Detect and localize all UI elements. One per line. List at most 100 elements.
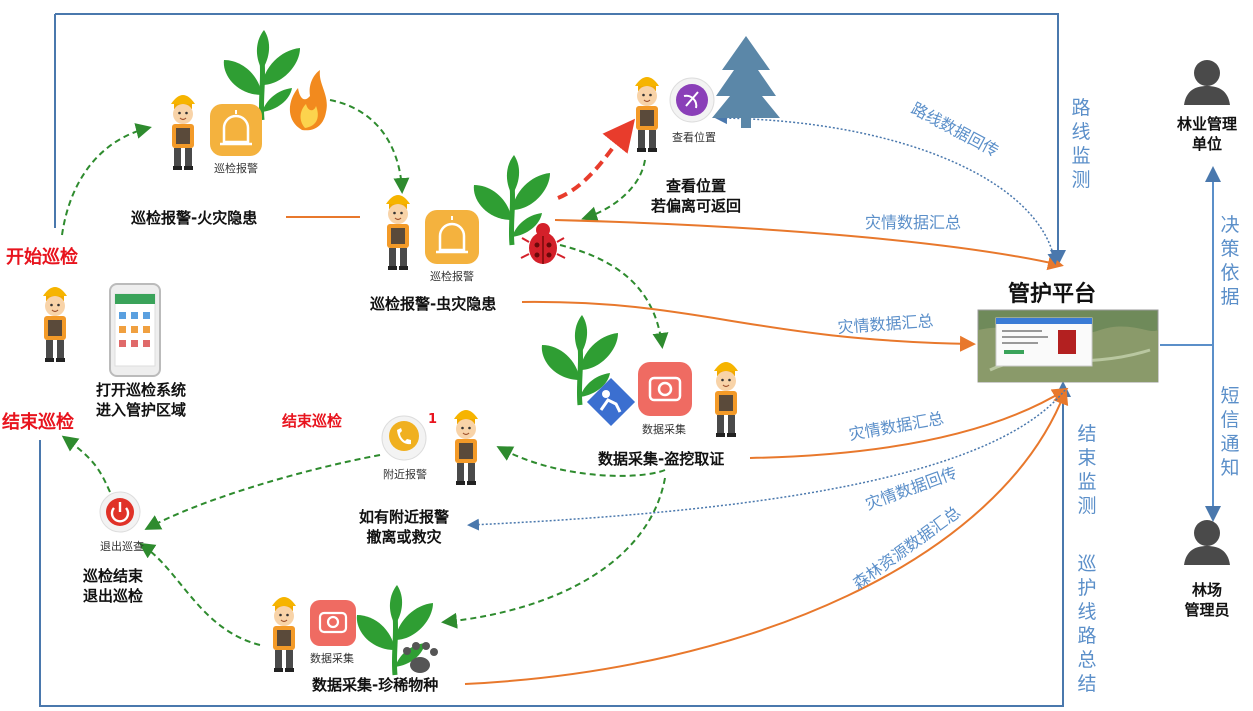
camera-icon — [310, 600, 356, 646]
worker-icon — [713, 361, 739, 438]
rare-species-label: 数据采集-珍稀物种 — [312, 676, 439, 694]
char: 路 — [1071, 97, 1091, 119]
forestry-unit-line-2: 单位 — [1191, 135, 1222, 153]
radar-icon — [669, 77, 715, 123]
user-silhouette-icon — [1184, 520, 1230, 565]
edge-label-summary-3: 灾情数据汇总 — [847, 409, 945, 444]
view-location-line-1: 查看位置 — [665, 177, 726, 195]
power-icon — [99, 491, 141, 533]
flow-theft-to-rare — [441, 477, 666, 629]
char: 结 — [1077, 673, 1097, 695]
bell-alarm-icon — [210, 104, 262, 156]
data-theft-label: 数据采集-盗挖取证 — [598, 450, 725, 468]
worker-icon — [42, 286, 68, 363]
open-system-label: 打开巡检系统 进入管护区域 — [86, 380, 196, 420]
end-patrol-label: 结束巡检 — [2, 412, 74, 433]
data-collect-caption: 数据采集 — [310, 652, 354, 665]
open-system-line-1: 打开巡检系统 — [95, 381, 186, 399]
exit-patrol-caption: 退出巡查 — [100, 540, 144, 553]
fire-icon — [289, 70, 327, 131]
disaster-summary-2 — [521, 300, 976, 352]
char: 监 — [1077, 471, 1097, 493]
patrol-alarm-caption: 巡检报警 — [430, 270, 474, 283]
flow-deviation — [557, 118, 635, 200]
pest-alarm-label: 巡检报警-虫灾隐患 — [370, 295, 497, 313]
char: 测 — [1071, 169, 1091, 191]
edge-label-route-return: 路线数据回传 — [908, 99, 1002, 161]
open-system-line-2: 进入管护区域 — [95, 401, 186, 419]
worker-icon — [385, 194, 411, 271]
flow-nearby-to-exit — [144, 454, 381, 530]
char: 总 — [1077, 649, 1097, 671]
worker-icon — [271, 596, 297, 673]
char: 护 — [1077, 577, 1097, 599]
disaster-return-line — [467, 389, 1066, 531]
worker-icon — [634, 76, 660, 153]
nearby-alarm-caption: 附近报警 — [383, 468, 427, 481]
patrol-alarm-caption: 巡检报警 — [214, 162, 258, 175]
route-summary-line — [39, 381, 1071, 707]
fire-alarm-label: 巡检报警-火灾隐患 — [131, 209, 258, 227]
smartphone-icon — [109, 283, 161, 377]
worker-icon — [453, 409, 479, 486]
data-collect-caption: 数据采集 — [642, 423, 686, 436]
paw-icon — [403, 642, 438, 673]
forestry-unit-label: 林业管理 单位 — [1166, 114, 1248, 154]
char: 策 — [1220, 238, 1240, 260]
char: 信 — [1220, 409, 1240, 431]
end-monitor-label: 结 束 监 测 — [1076, 422, 1098, 518]
nearby-alarm-label: 如有附近报警 撤离或救灾 — [344, 507, 464, 547]
finish-line-2: 退出巡检 — [82, 587, 143, 605]
badge-count: 1 — [428, 412, 437, 427]
char: 线 — [1071, 121, 1091, 143]
forest-farm-line-1: 林场 — [1191, 581, 1222, 599]
map-screenshot-icon — [977, 309, 1159, 383]
flow-exit-to-end — [61, 435, 111, 493]
edge-label-summary-1: 灾情数据汇总 — [865, 213, 961, 232]
bell-alarm-icon — [425, 210, 479, 264]
bug-icon — [520, 223, 566, 264]
disaster-summary-3 — [749, 387, 1069, 459]
end-patrol-small-label: 结束巡检 — [282, 412, 343, 430]
route-monitor-label: 路 线 监 测 — [1070, 96, 1092, 192]
char: 据 — [1220, 286, 1240, 308]
finish-patrol-label: 巡检结束 退出巡检 — [68, 566, 158, 606]
view-position-caption: 查看位置 — [672, 131, 716, 144]
flow-theft-to-nearby — [496, 446, 666, 477]
char: 决 — [1220, 214, 1240, 236]
char: 短 — [1220, 385, 1240, 407]
nearby-line-1: 如有附近报警 — [358, 508, 449, 526]
char: 束 — [1077, 447, 1097, 469]
platform-title: 管护平台 — [1008, 282, 1097, 307]
nearby-line-2: 撤离或救灾 — [366, 528, 442, 546]
forestry-unit-line-1: 林业管理 — [1176, 115, 1237, 133]
flow-location-return — [581, 159, 646, 222]
disaster-summary-1 — [554, 219, 1064, 271]
route-return-line — [715, 112, 1060, 265]
char: 知 — [1220, 457, 1240, 479]
flow-pest-to-theft — [559, 244, 669, 349]
char: 线 — [1077, 601, 1097, 623]
view-location-line-2: 若偏离可返回 — [650, 197, 741, 215]
char: 结 — [1077, 423, 1097, 445]
forest-farm-label: 林场 管理员 — [1172, 580, 1242, 620]
worker-icon — [170, 94, 196, 171]
forest-farm-line-2: 管理员 — [1184, 601, 1230, 619]
camera-icon — [638, 362, 692, 416]
decision-basis-label: 决 策 依 据 — [1219, 213, 1241, 309]
char: 监 — [1071, 145, 1091, 167]
user-silhouette-icon — [1184, 60, 1230, 105]
char: 通 — [1220, 433, 1240, 455]
char: 巡 — [1077, 553, 1097, 575]
dig-sign-icon — [586, 377, 636, 427]
flow-fire-to-pest — [329, 99, 410, 194]
char: 依 — [1220, 262, 1240, 284]
edge-label-forest-resource: 森林资源数据汇总 — [849, 503, 964, 594]
phone-icon — [381, 415, 427, 461]
char: 测 — [1077, 495, 1097, 517]
sms-notice-label: 短 信 通 知 — [1219, 384, 1241, 480]
flow-start-to-fire — [61, 123, 152, 236]
edge-label-summary-2: 灾情数据汇总 — [837, 311, 934, 337]
pine-tree-icon — [712, 36, 780, 128]
